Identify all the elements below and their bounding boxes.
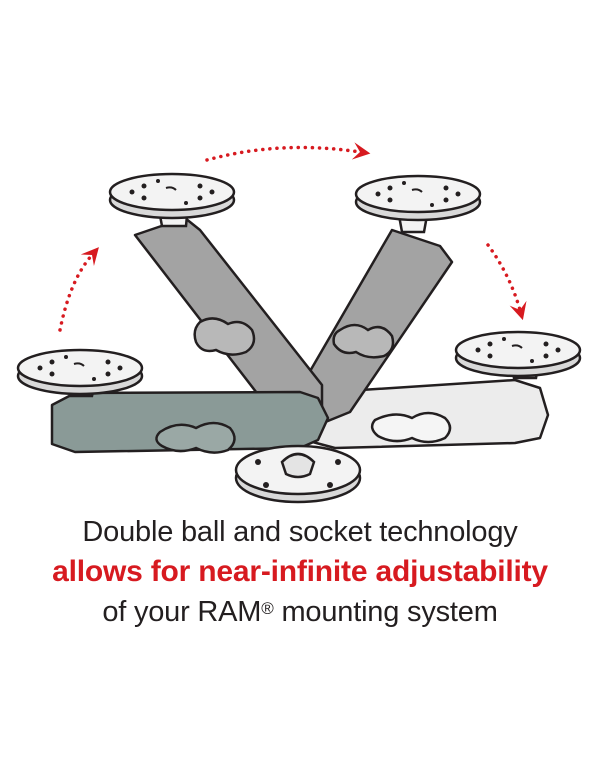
registered-mark: ® [261,599,274,618]
arm-left-tilted [133,203,324,424]
knob-icon [155,421,236,454]
arrow-up-left-icon [58,247,99,332]
caption-line-3-prefix: of your RAM [102,596,262,628]
knob-icon [193,317,256,356]
arrow-top-icon [205,142,371,162]
knob-icon [332,323,395,359]
plate-right [454,330,582,378]
plate-top-right [354,174,482,222]
caption-line-3: of your RAM® mounting system [0,592,600,632]
plate-top-left [108,172,236,220]
caption-line-2-emphasis: allows for near-infinite adjustability [52,555,548,588]
arrow-down-right-icon [486,243,527,321]
caption-block: Double ball and socket technology allows… [0,512,600,632]
caption-line-1: Double ball and socket technology [82,516,518,548]
caption-line-3-suffix: mounting system [273,596,498,628]
base-plate [234,444,362,504]
motion-arrows [58,142,527,332]
knob-icon [370,411,452,444]
plate-left [16,348,144,396]
ram-mount-illustration [16,142,582,504]
